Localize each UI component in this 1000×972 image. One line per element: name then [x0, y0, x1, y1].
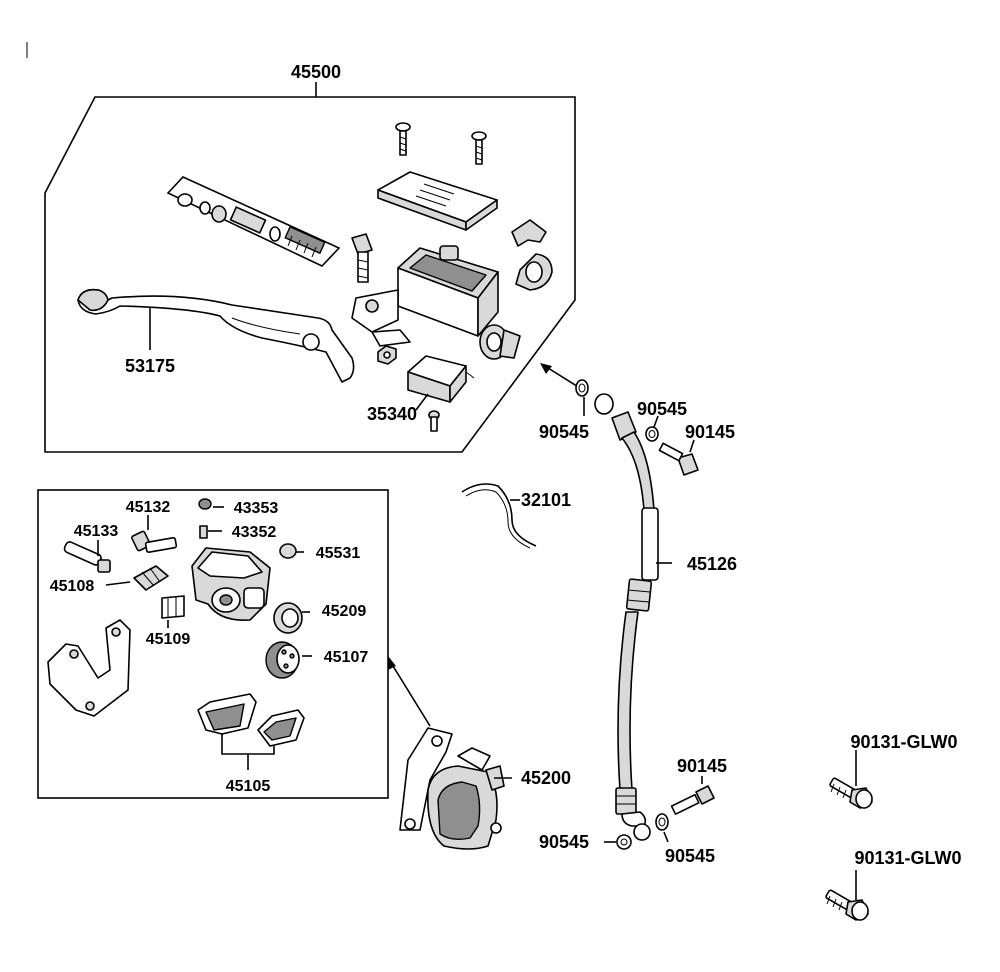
- brake-lever: [77, 288, 355, 383]
- plug-45531: [279, 543, 297, 559]
- label-45107: 45107: [324, 649, 369, 666]
- label-32101: 32101: [521, 490, 571, 510]
- label-45132: 45132: [126, 499, 171, 516]
- label-45500: 45500: [291, 62, 341, 82]
- pin-45132: [131, 530, 178, 554]
- bleeder-cap: [198, 498, 212, 510]
- label-43352: 43352: [232, 524, 277, 541]
- label-90545-ll: 90545: [539, 832, 589, 852]
- pin-45133: [63, 541, 111, 573]
- label-45133: 45133: [74, 523, 119, 540]
- flange-bolt-lower: [825, 889, 869, 921]
- leader-45108: [105, 581, 131, 586]
- label-45531: 45531: [316, 545, 361, 562]
- bleeder-screw: [199, 525, 208, 539]
- reservoir-screw-right: [471, 131, 487, 165]
- upper-bolt: [658, 442, 699, 476]
- caliper-bracket: [47, 619, 131, 717]
- leader-35340: [415, 393, 429, 411]
- label-45209: 45209: [322, 603, 367, 620]
- brake-hose: [594, 393, 659, 841]
- label-90545-ur: 90545: [637, 399, 687, 419]
- handlebar-clamp: [511, 219, 553, 291]
- label-90131-upper: 90131-GLW0: [850, 732, 957, 752]
- arrow-to-master-cylinder: [540, 363, 581, 389]
- reservoir-cap: [377, 171, 498, 231]
- reservoir-screw-left: [395, 122, 411, 156]
- label-90145-upper: 90145: [685, 422, 735, 442]
- lower-washer-left: [616, 834, 632, 850]
- clip-45109: [161, 595, 185, 619]
- master-cylinder-body: [351, 245, 521, 360]
- pivot-nut: [377, 345, 397, 365]
- pad-spring-45108: [133, 565, 169, 591]
- leader-90145-upper: [689, 439, 695, 453]
- flange-bolt-upper: [829, 777, 873, 809]
- leader-90545-ur: [653, 415, 659, 428]
- label-90131-lower: 90131-GLW0: [854, 848, 961, 868]
- pivot-bolt: [351, 233, 373, 283]
- arrow-to-caliper-box: [388, 656, 431, 727]
- master-cylinder-box: [44, 96, 576, 453]
- label-45108: 45108: [50, 578, 95, 595]
- caliper-body: [191, 547, 271, 621]
- label-35340: 35340: [367, 404, 417, 424]
- piston-kit: [166, 176, 341, 267]
- stop-switch: [407, 355, 475, 432]
- master-cylinder-group: 45500: [44, 62, 581, 453]
- seal-45209: [273, 602, 303, 634]
- label-45105: 45105: [226, 778, 271, 795]
- caliper-assembly: [399, 727, 505, 850]
- lower-bolt: [670, 785, 715, 815]
- label-90145-lower: 90145: [677, 756, 727, 776]
- caliper-parts-group: 45132 43353 43352 45133 45108: [37, 489, 389, 799]
- brake-pads: [197, 693, 305, 747]
- label-90545-ul: 90545: [539, 422, 589, 442]
- label-45126: 45126: [687, 554, 737, 574]
- label-45109: 45109: [146, 631, 191, 648]
- wire: [461, 483, 537, 549]
- lower-washer-right: [655, 813, 669, 831]
- label-53175: 53175: [125, 356, 175, 376]
- upper-washer-right: [645, 426, 659, 442]
- label-45200: 45200: [521, 768, 571, 788]
- leader-90545-lr: [663, 831, 669, 843]
- upper-washer-left: [575, 379, 589, 397]
- label-43353: 43353: [234, 500, 279, 517]
- piston-45107: [265, 641, 300, 679]
- caliper-parts-box: [37, 489, 389, 799]
- label-90545-lr: 90545: [665, 846, 715, 866]
